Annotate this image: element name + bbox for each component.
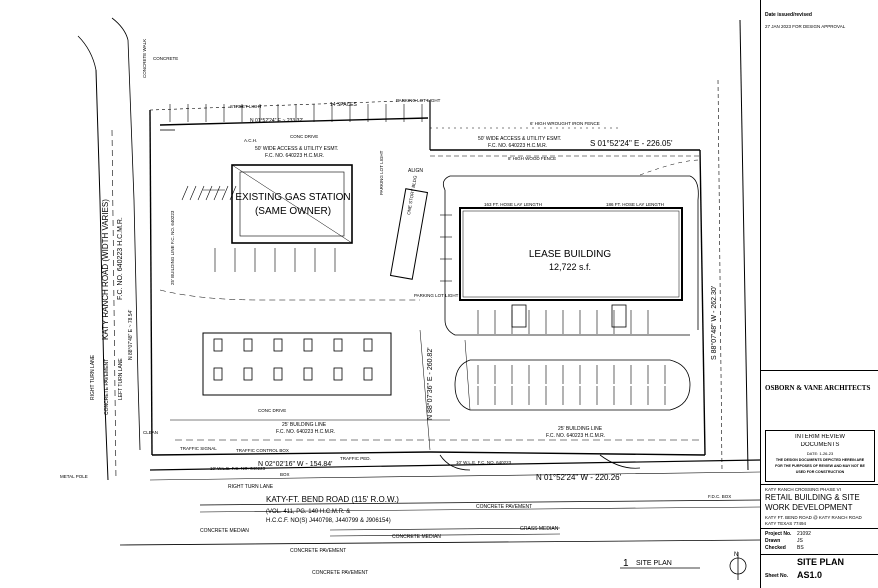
project-title-2: WORK DEVELOPMENT — [765, 503, 853, 512]
label-concrete-pavement-v: CONCRETE PAVEMENT — [104, 359, 110, 415]
label-left-turn-lane-v: LEFT TURN LANE — [118, 358, 124, 400]
label-wlfe-right: 10' W.L.E. F.C. NO. 640223 — [456, 460, 512, 465]
label-concrete-pavement-1: CONCRETE PAVEMENT — [476, 504, 532, 510]
parking-stall-line — [213, 185, 221, 201]
label-road-name: KATY RANCH ROAD (WIDTH VARIES) — [101, 199, 110, 340]
project-no-label: Project No. — [765, 531, 792, 537]
project-no: 21092 — [797, 531, 811, 537]
plan-labels: CONCRETE CONCRETE WALK STREET LIGHT 14 S… — [60, 39, 738, 576]
label-traffic-ped: TRAFFIC PED. — [340, 456, 371, 461]
label-align: ALIGN — [408, 168, 423, 174]
label-road-fc: F.C. NO. 640223 H.C.M.R. — [117, 217, 124, 300]
label-concrete-median-1: CONCRETE MEDIAN — [200, 528, 249, 534]
label-traffic-signal: TRAFFIC SIGNAL — [180, 446, 217, 451]
parking-stall-line — [229, 185, 237, 201]
sheet-title-plan: SITE PLAN — [636, 560, 672, 567]
label-concrete-pavement-3: CONCRETE PAVEMENT — [312, 570, 368, 576]
site-plan-drawing: CONCRETE CONCRETE WALK STREET LIGHT 14 S… — [60, 17, 760, 580]
label-bearing-west: N 88°07'36" E - 260.82' — [426, 347, 434, 420]
label-katy-ft-bend-2: (VOL. 411, PG. 140 H.C.M.R. & — [266, 509, 350, 515]
label-existing-1: EXISTING GAS STATION — [235, 192, 350, 203]
drawn-label: Drawn — [765, 538, 781, 544]
linework — [77, 17, 760, 580]
label-bearing-top: N 01°52'24" E ~ 233.32' — [250, 118, 303, 124]
date-line: 27 JAN 2023 FOR DESIGN APPROVAL — [765, 24, 846, 29]
label-katy-ft-bend-3: H.C.C.F. NO(S) J440798, J440799 & J90615… — [266, 518, 391, 524]
label-hose-left: 163 FT. HOSE LAY LENGTH — [484, 202, 542, 207]
label-concrete-walk: CONCRETE WALK — [142, 39, 147, 78]
label-existing-2: (SAME OWNER) — [255, 206, 331, 217]
label-easement-mid-1: 50' WIDE ACCESS & UTILITY ESMT. — [478, 136, 561, 142]
label-easement-mid-2: F.C. NO. 640223 H.C.M.R. — [488, 143, 547, 149]
label-parking-count: 14 SPACES — [330, 102, 358, 108]
label-parking-lot-light-mid: PARKING LOT LIGHT — [414, 293, 459, 298]
date-header: Date issued/revised — [765, 12, 812, 18]
label-bearing-east: S 88°07'48" W - 262.30' — [710, 286, 718, 360]
label-bldg-line-right-2: F.C. NO. 640223 H.C.M.R. — [546, 433, 605, 439]
label-box: BOX — [280, 472, 290, 477]
label-right-turn-lane-h: RIGHT TURN LANE — [228, 484, 274, 490]
sheet-label: Sheet No. — [765, 573, 789, 579]
interim-title-1: INTERIM REVIEW — [794, 434, 845, 440]
label-wood-fence: 8' HIGH WOOD FENCE — [508, 156, 556, 161]
parking-stall-line — [181, 185, 189, 201]
label-lease-1: LEASE BUILDING — [529, 249, 611, 260]
label-concrete-median-2: CONCRETE MEDIAN — [392, 534, 441, 540]
parking-stall-line — [205, 185, 213, 201]
interim-note-2: FOR THE PURPOSES OF REVIEW AND MAY NOT B… — [775, 464, 865, 468]
label-ach: A.C.H. — [244, 138, 257, 143]
firm-name: OSBORN & VANE ARCHITECTS — [765, 384, 871, 392]
label-fdc-box: F.D.C. BOX — [708, 494, 731, 499]
label-right-turn-lane-v: RIGHT TURN LANE — [90, 354, 96, 400]
label-bearing-south: N 01°52'24" W - 220.26' — [536, 473, 622, 482]
project-address-2: KATY TEXAS 77494 — [765, 521, 807, 526]
label-katy-ft-bend-1: KATY-FT. BEND ROAD (115' R.O.W.) — [266, 495, 399, 504]
label-clean: CLEAN — [143, 430, 158, 435]
interim-note-1: THE DESIGN DOCUMENTS DEPICTED HEREIN ARE — [775, 458, 865, 462]
interim-review-stamp: INTERIM REVIEW DOCUMENTS DATE: 1-26-23 T… — [765, 430, 875, 482]
title-block: Date issued/revised 27 JAN 2023 FOR DESI… — [760, 0, 878, 588]
label-easement-top-1: 50' WIDE ACCESS & UTILITY ESMT. — [255, 146, 338, 152]
label-concrete-pavement-2: CONCRETE PAVEMENT — [290, 548, 346, 554]
label-bldg-line-bottom-2: F.C. NO. 640223 H.C.M.R. — [276, 429, 335, 435]
label-street-light: STREET LIGHT — [230, 104, 262, 109]
label-parking-lot-light-left: PARKING LOT LIGHT — [379, 150, 384, 195]
label-existing-structure: ONE STORY BLDG — [406, 175, 418, 216]
parking-stalls — [169, 104, 666, 405]
sheet-title: SITE PLAN — [797, 557, 845, 567]
label-conc-drive-top: CONC DRIVE — [290, 134, 318, 139]
north-arrow-icon: N — [734, 552, 738, 558]
label-lease-2: 12,722 s.f. — [549, 262, 591, 272]
label-wlfe-left: 10' W.L.E. F.C. NO. 640223 — [210, 466, 266, 471]
label-bearing-north: S 01°52'24" E - 226.05' — [590, 139, 673, 148]
label-bldg-line-bottom-1: 25' BUILDING LINE — [282, 422, 327, 428]
parking-stall-line — [197, 185, 205, 201]
label-hose-right: 186 FT. HOSE LAY LENGTH — [606, 202, 664, 207]
label-conc-drive-bottom: CONC DRIVE — [258, 408, 286, 413]
label-concrete-top: CONCRETE — [153, 56, 178, 61]
project-small: KATY RANCH CROSSING PHASE VI — [765, 487, 841, 492]
label-traffic-control: TRAFFIC CONTROL BOX — [236, 448, 289, 453]
sheet-number: 1 — [623, 558, 629, 569]
sheet-no: AS1.0 — [797, 570, 823, 580]
label-bearing-south-left: N 02°02'16" W - 154.84' — [258, 460, 333, 468]
label-easement-top-2: F.C. NO. 640223 H.C.M.R. — [265, 153, 324, 159]
parking-stall-line — [189, 185, 197, 201]
checked-label: Checked — [765, 545, 786, 551]
interim-date: DATE: 1-26-23 — [806, 451, 834, 456]
label-bldg-line-right-1: 25' BUILDING LINE — [558, 426, 603, 432]
drawn: JS — [797, 538, 803, 544]
parking-stall-line — [221, 185, 229, 201]
label-grass-median: GRASS MEDIAN — [520, 526, 559, 532]
checked: BS — [797, 545, 804, 551]
interim-note-3: USED FOR CONSTRUCTION — [795, 470, 845, 474]
label-bldg-line-left: 25' BUILDING LINE F.C. NO. 640223 — [170, 210, 175, 285]
project-address-1: KATY FT. BEND ROAD @ KATY RANCH ROAD — [765, 515, 862, 520]
label-parking-lot-light-top: PARKING LOT LIGHT — [396, 98, 441, 103]
label-high-iron-fence: 6' HIGH WROUGHT IRON FENCE — [530, 121, 600, 126]
label-bearing-west-small: N 88°07'48" E ~ 78.54' — [128, 310, 134, 360]
interim-title-2: DOCUMENTS — [800, 442, 840, 448]
project-title-1: RETAIL BUILDING & SITE — [765, 493, 860, 502]
label-metal-pole: METAL POLE — [60, 474, 88, 479]
